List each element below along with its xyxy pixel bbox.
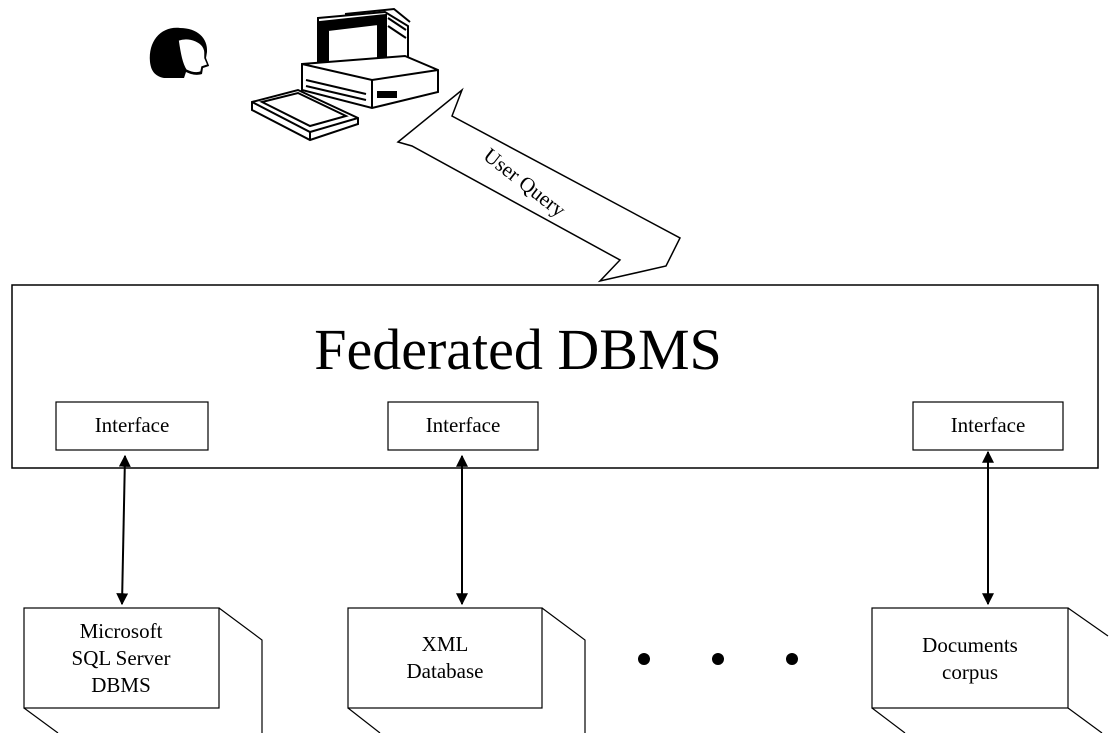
interface-3: Interface	[912, 401, 1064, 451]
interface-1: Interface	[55, 401, 209, 451]
data-source-label-line: SQL Server	[72, 646, 171, 670]
user-query-arrow: User Query	[396, 87, 681, 283]
data-source-label-line: Documents	[922, 633, 1018, 657]
ellipsis-dots	[638, 653, 798, 665]
data-source-documents-corpus: Documents corpus	[871, 607, 1109, 734]
computer-icon	[251, 7, 439, 142]
interface-label: Interface	[95, 413, 170, 437]
data-source-label-line: corpus	[942, 660, 998, 684]
data-source-xml-database: XML Database	[347, 607, 586, 734]
federated-dbms-title: Federated DBMS	[314, 317, 722, 382]
interface-label: Interface	[426, 413, 501, 437]
connector-arrow-1	[116, 454, 131, 606]
data-source-label-line: XML	[422, 632, 469, 656]
data-source-label-line: DBMS	[91, 673, 151, 697]
interface-2: Interface	[387, 401, 539, 451]
data-source-sql-server: Microsoft SQL Server DBMS	[23, 607, 263, 734]
user-head-icon	[149, 27, 210, 78]
interface-label: Interface	[951, 413, 1026, 437]
data-source-label-line: Microsoft	[80, 619, 163, 643]
data-source-label-line: Database	[407, 659, 484, 683]
